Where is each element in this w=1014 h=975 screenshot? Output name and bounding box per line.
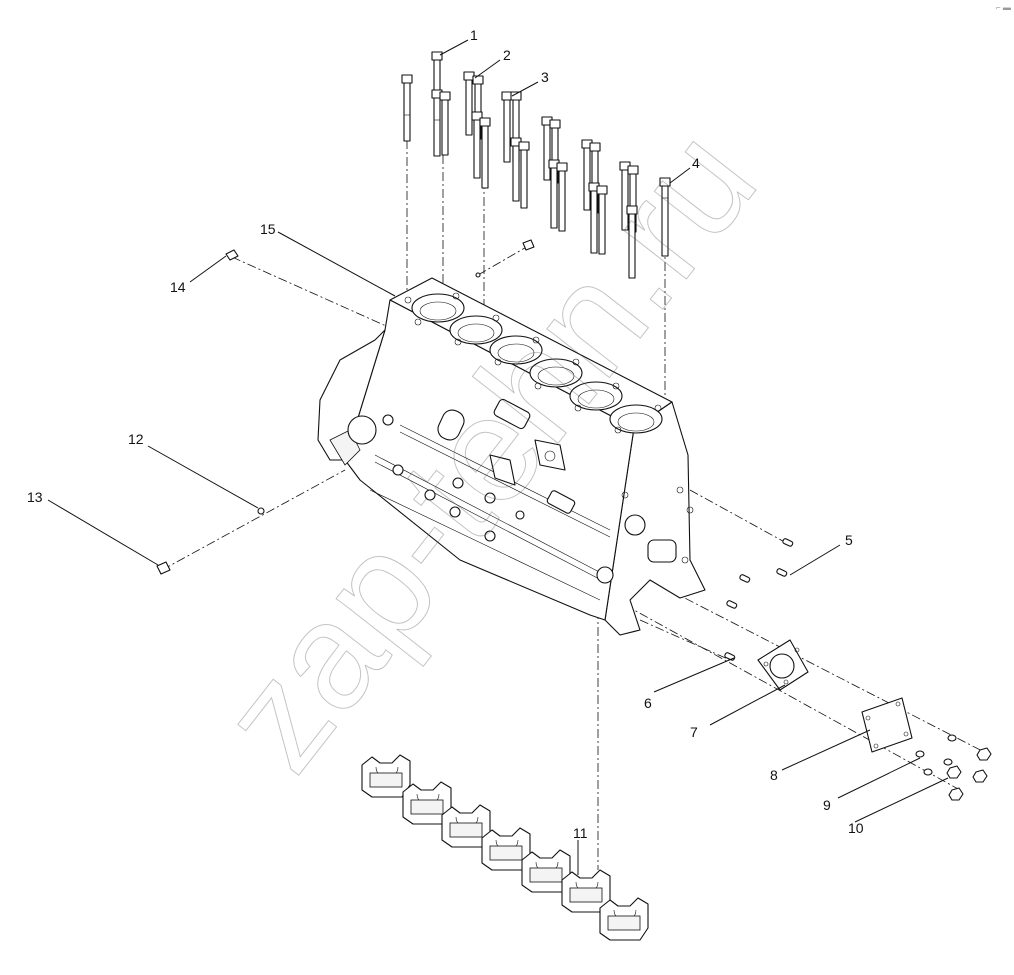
callout-11: 11 — [573, 825, 588, 841]
callout-12: 12 — [128, 431, 144, 447]
callout-6: 6 — [644, 695, 652, 711]
deck-bolt-holes — [404, 292, 662, 434]
watermark: zap-tehn.ru — [188, 98, 788, 799]
cylinder-block — [317, 277, 706, 636]
leader-lines — [47, 39, 949, 875]
corner-mark: ⌐ ▬ — [996, 3, 1011, 12]
callout-9: 9 — [823, 797, 831, 813]
callout-8: 8 — [770, 767, 778, 783]
callout-5: 5 — [845, 532, 853, 548]
callout-13: 13 — [27, 489, 43, 505]
assembly-lines — [161, 140, 991, 870]
callout-3: 3 — [541, 69, 549, 85]
callout-14: 14 — [170, 279, 186, 295]
callout-4: 4 — [692, 155, 700, 171]
main-bearing-caps — [361, 754, 649, 941]
cylinder-head-bolts — [401, 51, 671, 279]
callout-10: 10 — [848, 820, 864, 836]
callout-1: 1 — [470, 27, 478, 43]
callout-7: 7 — [690, 724, 698, 740]
callout-labels: 1 2 3 4 5 6 7 8 9 10 11 12 13 14 15 — [27, 27, 864, 841]
callout-2: 2 — [503, 47, 511, 63]
head-bolt-group — [401, 51, 671, 279]
cylinder-bores — [411, 293, 663, 434]
callout-15: 15 — [260, 221, 276, 237]
small-parts — [156, 239, 992, 801]
